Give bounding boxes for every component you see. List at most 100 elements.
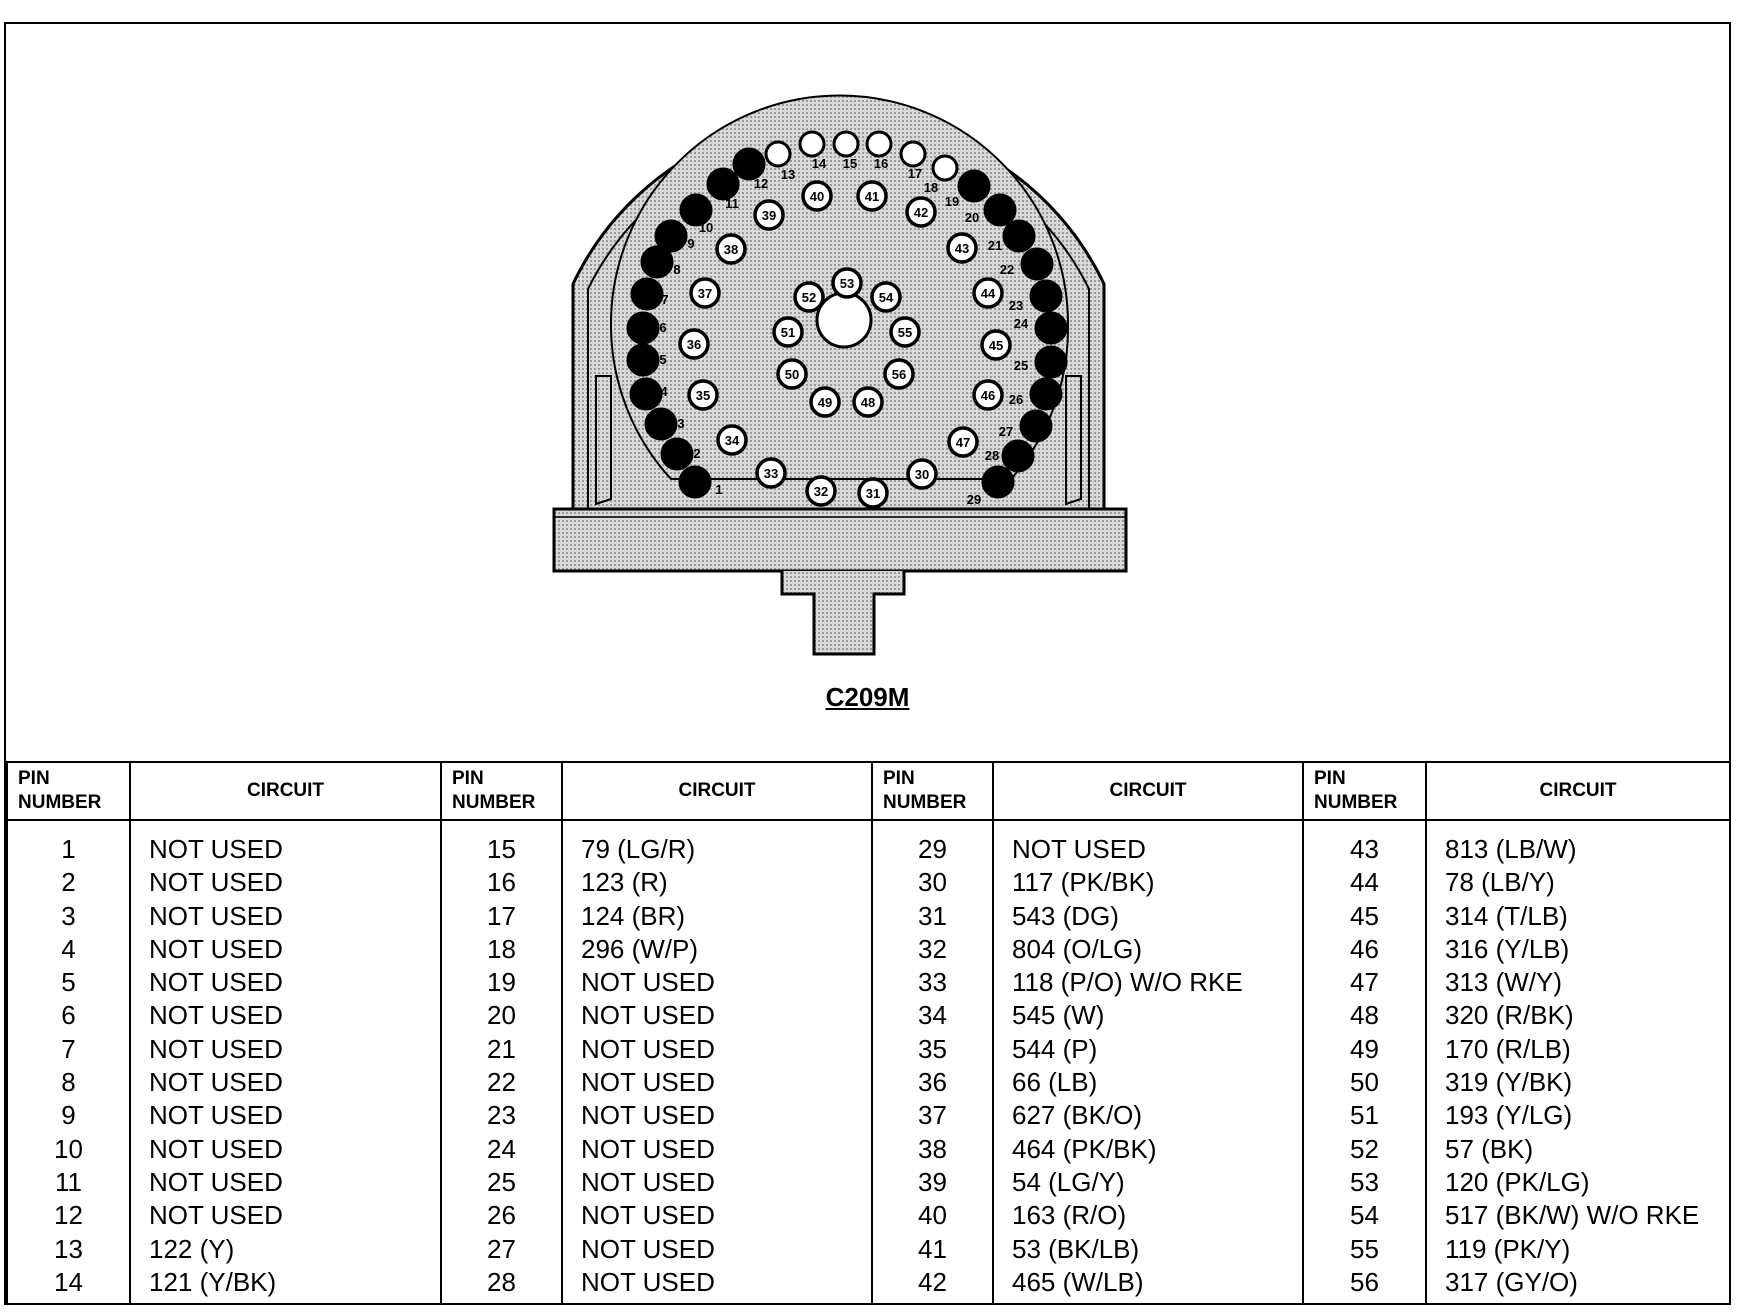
circuit-cell: NOT USED <box>149 1133 283 1164</box>
circuit-cell: 317 (GY/O) <box>1445 1266 1578 1297</box>
pin-number-label: 55 <box>898 325 912 340</box>
empty-pin-cavity <box>865 130 893 158</box>
circuit-cell: 79 (LG/R) <box>581 834 696 864</box>
pin-number-label: 2 <box>693 446 700 461</box>
inner-pin-cavity <box>972 277 1004 309</box>
filled-pin-cavity <box>1001 439 1035 473</box>
circuit-cell: 627 (BK/O) <box>1012 1100 1143 1131</box>
pin-number-cell: 49 <box>1350 1033 1379 1064</box>
inner-pin-cavity <box>905 196 937 228</box>
pin-number-label: 44 <box>981 286 996 301</box>
filled-pin-cavity <box>981 465 1015 499</box>
circuit-cell: NOT USED <box>581 1067 715 1098</box>
pin-number-label: 45 <box>989 338 1003 353</box>
pin-number-label: 7 <box>661 292 668 307</box>
circuit-cell: 78 (LB/Y) <box>1445 867 1555 898</box>
pin-number-cell: 4 <box>61 933 76 964</box>
connector-name: C209M <box>825 682 910 712</box>
circuit-cell: NOT USED <box>149 867 283 898</box>
pin-number-label: 16 <box>874 156 888 171</box>
pin-number-label: 56 <box>892 367 906 382</box>
pin-number-cell: 16 <box>487 867 516 898</box>
pin-number-cell: 28 <box>487 1266 516 1297</box>
filled-pin-cavity <box>1029 279 1063 313</box>
pin-number-cell: 56 <box>1350 1266 1379 1297</box>
pin-number-cell: 32 <box>918 933 947 964</box>
filled-pin-cavity <box>626 311 660 345</box>
filled-pin-cavity <box>1020 247 1054 281</box>
circuit-cell: 122 (Y) <box>149 1233 235 1264</box>
filled-pin-cavity <box>678 465 712 499</box>
pin-number-cell: 12 <box>54 1200 83 1231</box>
inner-pin-cavity <box>776 358 808 390</box>
circuit-cell: 465 (W/LB) <box>1012 1266 1144 1297</box>
pin-number-label: 39 <box>762 208 776 223</box>
pin-number-cell: 25 <box>487 1166 516 1197</box>
circuit-cell: 53 (BK/LB) <box>1012 1233 1140 1264</box>
inner-pin-cavity <box>809 386 841 418</box>
pin-number-cell: 40 <box>918 1200 947 1231</box>
pin-number-label: 27 <box>999 424 1013 439</box>
inner-pin-cavity <box>755 457 787 489</box>
pin-number-cell: 35 <box>918 1033 947 1064</box>
inner-pin-cavity <box>805 475 837 507</box>
pin-number-label: 8 <box>673 262 680 277</box>
circuit-header: CIRCUIT <box>561 762 873 821</box>
circuit-cell: 804 (O/LG) <box>1012 933 1143 964</box>
inner-pin-cavity <box>678 328 710 360</box>
filled-pin-cavity <box>660 437 694 471</box>
inner-pin-cavity <box>831 267 863 299</box>
pin-number-cell: 21 <box>487 1033 516 1064</box>
filled-pin-cavity <box>1034 345 1068 379</box>
pin-number-label: 28 <box>985 448 999 463</box>
pin-number-label: 19 <box>945 194 959 209</box>
inner-pin-cavity <box>689 277 721 309</box>
pin-header-line2: NUMBER <box>452 792 536 813</box>
pin-number-label: 48 <box>861 395 875 410</box>
center-hole <box>815 291 873 349</box>
pin-number-cell: 10 <box>54 1133 83 1164</box>
pin-number-label: 51 <box>781 325 795 340</box>
pin-number-label: 17 <box>908 166 922 181</box>
inner-pin-cavity <box>883 358 915 390</box>
circuit-cell: 57 (BK) <box>1445 1133 1534 1164</box>
pin-number-cell: 27 <box>487 1233 516 1264</box>
inner-pin-cavity <box>852 386 884 418</box>
pin-number-label: 38 <box>724 242 738 257</box>
pin-number-cell: 31 <box>918 900 947 931</box>
circuit-cell: NOT USED <box>581 1166 715 1197</box>
inner-pin-cavity <box>753 199 785 231</box>
circuit-cell: NOT USED <box>149 1067 283 1098</box>
circuit-cell: 66 (LB) <box>1012 1067 1098 1098</box>
circuit-cell: NOT USED <box>581 1266 715 1297</box>
circuit-header: CIRCUIT <box>992 762 1304 821</box>
circuit-cell: NOT USED <box>581 1033 715 1064</box>
pin-number-label: 22 <box>1000 262 1014 277</box>
empty-pin-cavity <box>798 130 826 158</box>
pin-number-cell: 50 <box>1350 1067 1379 1098</box>
pin-number-label: 53 <box>840 276 854 291</box>
inner-pin-cavity <box>906 458 938 490</box>
pin-number-label: 18 <box>924 180 938 195</box>
pin-number-label: 24 <box>1014 316 1029 331</box>
pin-number-cell: 42 <box>918 1266 947 1297</box>
filled-pin-cavity <box>629 377 663 411</box>
circuit-cell: NOT USED <box>149 1000 283 1031</box>
circuit-cell: 517 (BK/W) W/O RKE <box>1445 1200 1700 1231</box>
filled-pin-cavity <box>654 219 688 253</box>
circuit-header: CIRCUIT <box>1425 762 1731 821</box>
circuit-cell: 319 (Y/BK) <box>1445 1067 1573 1098</box>
filled-pin-cavity <box>1019 409 1053 443</box>
circuit-cell: 543 (DG) <box>1012 900 1119 931</box>
pin-number-label: 54 <box>879 290 894 305</box>
inner-pin-cavity <box>980 329 1012 361</box>
pin-number-label: 9 <box>687 236 694 251</box>
pin-number-label: 13 <box>781 167 795 182</box>
circuit-cell: NOT USED <box>149 1033 283 1064</box>
